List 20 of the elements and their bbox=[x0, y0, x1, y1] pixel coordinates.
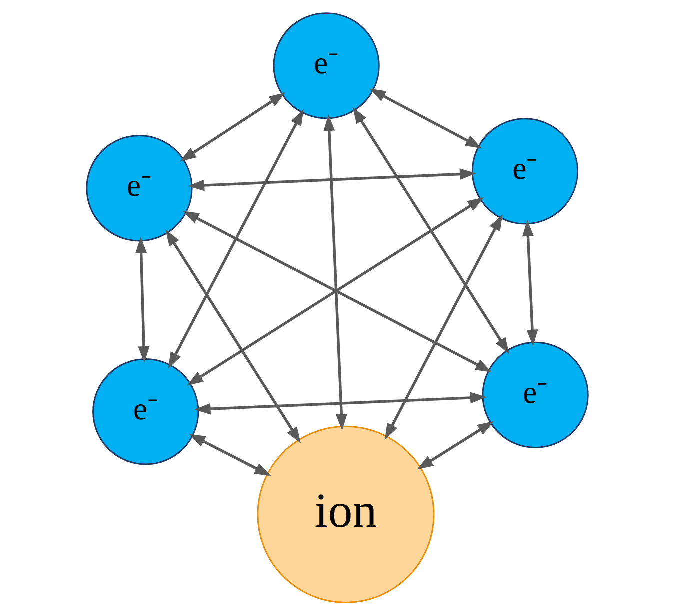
arrow bbox=[323, 114, 347, 431]
node-circle: e⁻ bbox=[86, 135, 192, 242]
arrow bbox=[352, 107, 510, 354]
arrow bbox=[135, 236, 150, 363]
arrow bbox=[188, 434, 271, 476]
node-circle: e⁻ bbox=[482, 342, 588, 449]
arrow bbox=[416, 421, 494, 470]
node-circle: e⁻ bbox=[272, 12, 380, 120]
arrow bbox=[194, 392, 486, 415]
arrow bbox=[165, 230, 301, 444]
arrow bbox=[182, 211, 492, 373]
arrow bbox=[180, 92, 286, 162]
arrow bbox=[522, 220, 538, 346]
node-circle: e⁻ bbox=[92, 358, 199, 466]
arrow bbox=[186, 197, 484, 386]
arrow bbox=[369, 88, 482, 149]
arrow bbox=[384, 214, 502, 440]
arrow bbox=[168, 109, 304, 369]
node-circle: e⁻ bbox=[471, 118, 578, 225]
arrow bbox=[188, 168, 476, 192]
